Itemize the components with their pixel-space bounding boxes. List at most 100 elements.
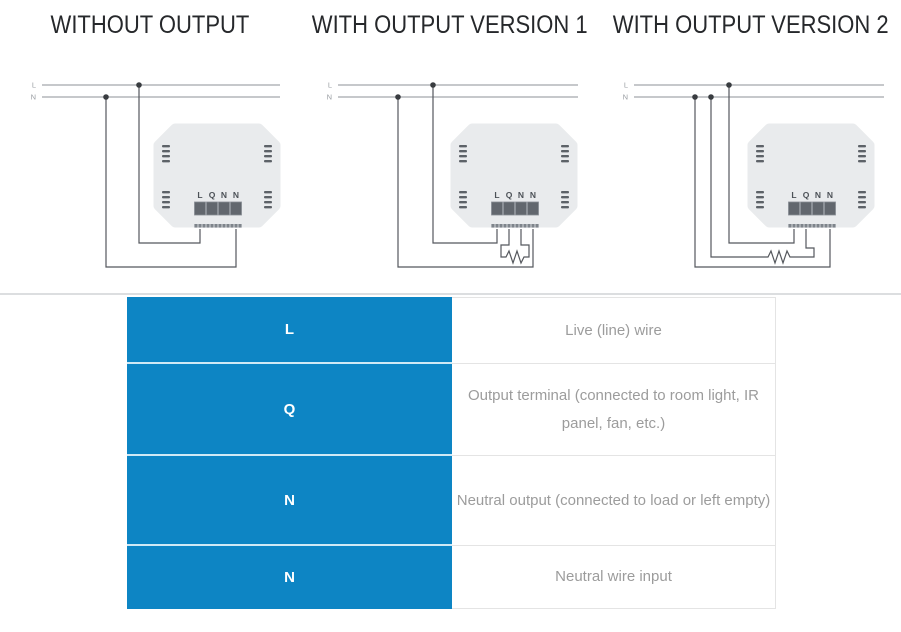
vent-slot <box>162 155 170 158</box>
terminal-slot <box>210 224 214 228</box>
terminal-slot <box>491 224 495 228</box>
power-bus: L N <box>327 81 578 102</box>
vent-slot <box>756 145 764 148</box>
terminal-slot <box>234 224 238 228</box>
vent-slot <box>162 191 170 194</box>
terminal-description-cell: Neutral output (connected to load or lef… <box>452 456 776 546</box>
vent-slot <box>756 206 764 209</box>
vent-slot <box>858 191 866 194</box>
vent-slot <box>162 160 170 163</box>
junction-dot <box>395 94 401 100</box>
vent-slot <box>756 201 764 204</box>
vent-slot <box>459 155 467 158</box>
junction-dot <box>692 94 698 100</box>
terminal-slot <box>804 224 808 228</box>
bus-label-live: L <box>32 81 36 90</box>
junction-dot <box>708 94 714 100</box>
vent-slot <box>756 150 764 153</box>
vent-slot <box>561 150 569 153</box>
vent-slot <box>561 201 569 204</box>
terminal-block <box>515 201 527 216</box>
diagram-title-text: WITH OUTPUT VERSION 1 <box>312 11 588 39</box>
terminal-description-cell: Live (line) wire <box>452 297 776 364</box>
bus-label-neutral: N <box>623 93 628 102</box>
vent-slot <box>756 191 764 194</box>
vent-slot <box>459 206 467 209</box>
terminal-label: N <box>815 190 821 200</box>
vent-slot <box>858 145 866 148</box>
wires <box>395 82 534 268</box>
terminal-slot <box>194 224 198 228</box>
bus-label-neutral: N <box>31 93 36 102</box>
terminal-block <box>491 201 503 216</box>
vent-slot <box>162 196 170 199</box>
diagram-title: WITH OUTPUT VERSION 1 <box>300 0 600 55</box>
terminal-slot <box>495 224 499 228</box>
vent-slot <box>264 145 272 148</box>
terminal-label: N <box>827 190 833 200</box>
table-row: L Live (line) wire <box>127 297 776 364</box>
terminal-block <box>218 201 230 216</box>
vent-slot <box>858 201 866 204</box>
power-bus: L N <box>623 81 884 102</box>
terminal-slot <box>499 224 503 228</box>
terminal-slot <box>503 224 507 228</box>
table-row: Q Output terminal (connected to room lig… <box>127 364 776 456</box>
vent-slot <box>858 160 866 163</box>
terminal-slot <box>808 224 812 228</box>
vent-slot <box>756 196 764 199</box>
vent-slot <box>459 150 467 153</box>
vent-slot <box>162 145 170 148</box>
junction-dot <box>726 82 732 88</box>
table-row: N Neutral output (connected to load or l… <box>127 456 776 546</box>
vent-slot <box>561 206 569 209</box>
terminal-slot <box>511 224 515 228</box>
terminal-key-cell: Q <box>127 364 452 456</box>
terminal-slot <box>812 224 816 228</box>
vent-slot <box>264 191 272 194</box>
terminal-key-cell: L <box>127 297 452 364</box>
terminal-slot <box>788 224 792 228</box>
terminal-slot <box>238 224 242 228</box>
junction-dot <box>430 82 436 88</box>
terminal-slot <box>214 224 218 228</box>
vent-slot <box>264 150 272 153</box>
section-divider <box>0 293 901 295</box>
neutral-wire <box>397 97 534 268</box>
neutral-wire <box>694 97 831 268</box>
terminal-block <box>824 201 836 216</box>
diagram-title: WITH OUTPUT VERSION 2 <box>600 0 901 55</box>
device-body <box>747 123 875 228</box>
vent-slot <box>459 196 467 199</box>
terminal-legend-table: L Live (line) wire Q Output terminal (co… <box>127 297 776 609</box>
device-body <box>450 123 578 228</box>
vent-slot <box>162 206 170 209</box>
vent-slot <box>756 155 764 158</box>
bus-label-live: L <box>328 81 332 90</box>
terminal-label: N <box>221 190 227 200</box>
diagram-title: WITHOUT OUTPUT <box>0 0 300 55</box>
terminal-block <box>812 201 824 216</box>
vent-slot <box>561 160 569 163</box>
terminal-slot <box>824 224 828 228</box>
vent-slot <box>561 145 569 148</box>
vent-slot <box>459 145 467 148</box>
terminal-slot <box>796 224 800 228</box>
terminal-block <box>527 201 539 216</box>
vent-slot <box>561 155 569 158</box>
terminal-block <box>194 201 206 216</box>
vent-slot <box>162 150 170 153</box>
live-wire <box>432 85 498 244</box>
terminal-slot <box>523 224 527 228</box>
vent-slot <box>459 160 467 163</box>
vent-slot <box>264 196 272 199</box>
terminal-slot <box>527 224 531 228</box>
